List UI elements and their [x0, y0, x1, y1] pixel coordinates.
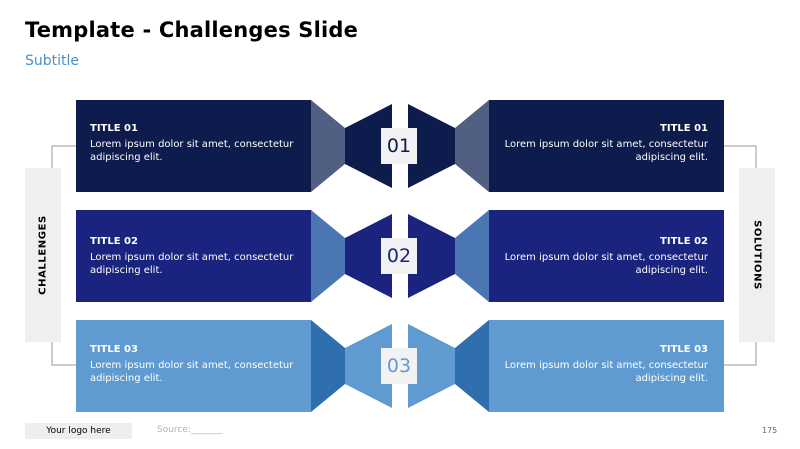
row1-left-wing	[311, 100, 345, 192]
row1-left-bowtie	[345, 104, 392, 188]
challenges-panel: CHALLENGES	[25, 168, 61, 342]
row2-left-wing	[311, 210, 345, 302]
row3-left-box	[76, 320, 311, 412]
row2-right-text: TITLE 02 Lorem ipsum dolor sit amet, con…	[488, 235, 708, 277]
row1-right-title: TITLE 01	[660, 123, 708, 134]
row1-left-body: Lorem ipsum dolor sit amet, consectetur …	[90, 139, 294, 163]
challenges-label: CHALLENGES	[37, 215, 49, 295]
solutions-label: SOLUTIONS	[751, 220, 763, 290]
row2-left-title: TITLE 02	[90, 236, 138, 247]
row3-left-wing	[311, 320, 345, 412]
row2-left-box	[76, 210, 311, 302]
logo-placeholder: Your logo here	[25, 423, 132, 439]
row3-right-title: TITLE 03	[660, 344, 708, 355]
row1-right-wing	[455, 100, 489, 192]
row3-right-text: TITLE 03 Lorem ipsum dolor sit amet, con…	[488, 343, 708, 385]
slide-title: Template - Challenges Slide	[25, 18, 359, 42]
row3-left-text: TITLE 03 Lorem ipsum dolor sit amet, con…	[90, 343, 310, 385]
row1-right-body: Lorem ipsum dolor sit amet, consectetur …	[504, 139, 708, 163]
row1-number: 01	[381, 128, 417, 164]
row2-right-title: TITLE 02	[660, 236, 708, 247]
row2-number: 02	[381, 238, 417, 274]
row3-right-wing	[455, 320, 489, 412]
row1-left-box	[76, 100, 311, 192]
row1-left-text: TITLE 01 Lorem ipsum dolor sit amet, con…	[90, 122, 310, 164]
row3-left-body: Lorem ipsum dolor sit amet, consectetur …	[90, 360, 294, 384]
row1-right-box	[489, 100, 724, 192]
source-label: Source:_______	[157, 425, 223, 435]
row2-right-body: Lorem ipsum dolor sit amet, consectetur …	[504, 252, 708, 276]
row3-right-bowtie	[408, 324, 455, 408]
row3-right-body: Lorem ipsum dolor sit amet, consectetur …	[504, 360, 708, 384]
row2-left-body: Lorem ipsum dolor sit amet, consectetur …	[90, 252, 294, 276]
row1-right-text: TITLE 01 Lorem ipsum dolor sit amet, con…	[488, 122, 708, 164]
row3-number: 03	[381, 348, 417, 384]
solutions-panel: SOLUTIONS	[739, 168, 775, 342]
row2-left-bowtie	[345, 214, 392, 298]
slide-subtitle: Subtitle	[25, 53, 80, 69]
row2-left-text: TITLE 02 Lorem ipsum dolor sit amet, con…	[90, 235, 310, 277]
row2-right-wing	[455, 210, 489, 302]
row1-right-bowtie	[408, 104, 455, 188]
row3-right-box	[489, 320, 724, 412]
row2-right-box	[489, 210, 724, 302]
row3-left-title: TITLE 03	[90, 344, 138, 355]
row2-right-bowtie	[408, 214, 455, 298]
row1-left-title: TITLE 01	[90, 123, 138, 134]
page-number: 175	[762, 426, 778, 435]
row3-left-bowtie	[345, 324, 392, 408]
